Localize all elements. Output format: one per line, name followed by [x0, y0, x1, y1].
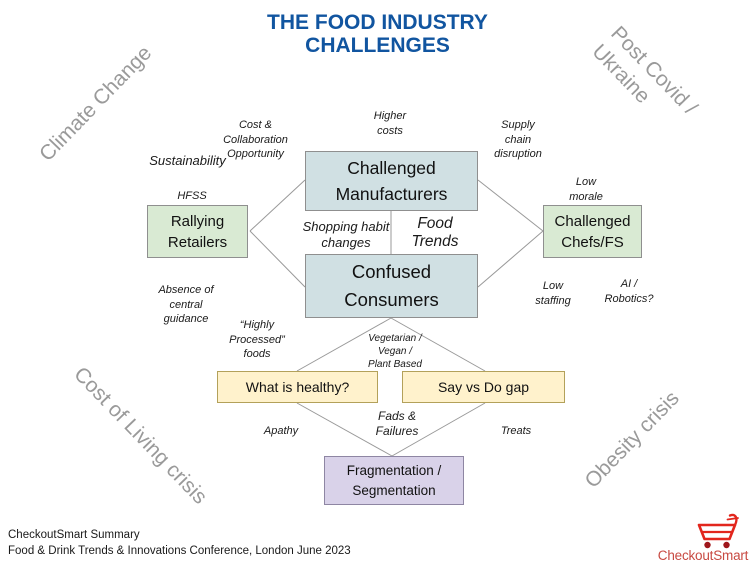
box-confused-consumers: Confused Consumers	[305, 254, 478, 318]
note-ai-robotics: AI / Robotics?	[604, 278, 654, 305]
logo-wordmark: CheckoutSmart	[657, 548, 749, 563]
box-say-vs-do-gap: Say vs Do gap	[402, 371, 565, 403]
connector	[477, 230, 544, 288]
box-challenged-chefs: Challenged Chefs/FS	[543, 205, 642, 258]
box-challenged-manufacturers: Challenged Manufacturers	[305, 151, 478, 211]
page-title: THE FOOD INDUSTRY CHALLENGES	[267, 11, 488, 57]
note-absence-central-guidance: Absence of central guidance	[158, 284, 214, 325]
box-rallying-retailers: Rallying Retailers	[147, 205, 248, 258]
note-low-staffing: Low staffing	[535, 280, 571, 307]
note-apathy: Apathy	[263, 425, 299, 437]
footer-line-summary: CheckoutSmart Summary	[8, 529, 140, 541]
connector	[390, 317, 486, 372]
note-low-morale: Low morale	[569, 176, 603, 203]
connector	[296, 402, 393, 457]
note-supply-chain-disruption: Supply chain disruption	[494, 119, 542, 160]
connector	[249, 230, 306, 288]
footer-attribution: CheckoutSmart Summary Food & Drink Trend…	[8, 528, 428, 559]
note-fads-failures: Fads & Failures	[375, 409, 419, 438]
note-cost-collaboration-opportunity: Cost & Collaboration Opportunity	[223, 119, 288, 160]
note-hfss: HFSS	[177, 190, 207, 202]
note-higher-costs: Higher costs	[373, 110, 407, 137]
box-fragmentation-segmentation: Fragmentation / Segmentation	[324, 456, 464, 505]
note-food-trends: Food Trends	[411, 215, 459, 250]
note-sustainability: Sustainability	[149, 153, 226, 168]
note-shopping-habit-changes: Shopping habit changes	[302, 219, 390, 250]
shopping-cart-icon	[697, 513, 739, 549]
note-treats: Treats	[500, 425, 532, 437]
note-vegetarian-vegan-plant-based: Vegetarian / Vegan / Plant Based	[368, 333, 422, 370]
footer-line-conference: Food & Drink Trends & Innovations Confer…	[8, 544, 351, 557]
note-highly-processed-foods: “Highly Processed” foods	[229, 319, 285, 360]
connector	[391, 402, 486, 457]
box-what-is-healthy: What is healthy?	[217, 371, 378, 403]
connector	[296, 317, 392, 372]
connector	[249, 179, 306, 232]
connector	[477, 179, 544, 232]
